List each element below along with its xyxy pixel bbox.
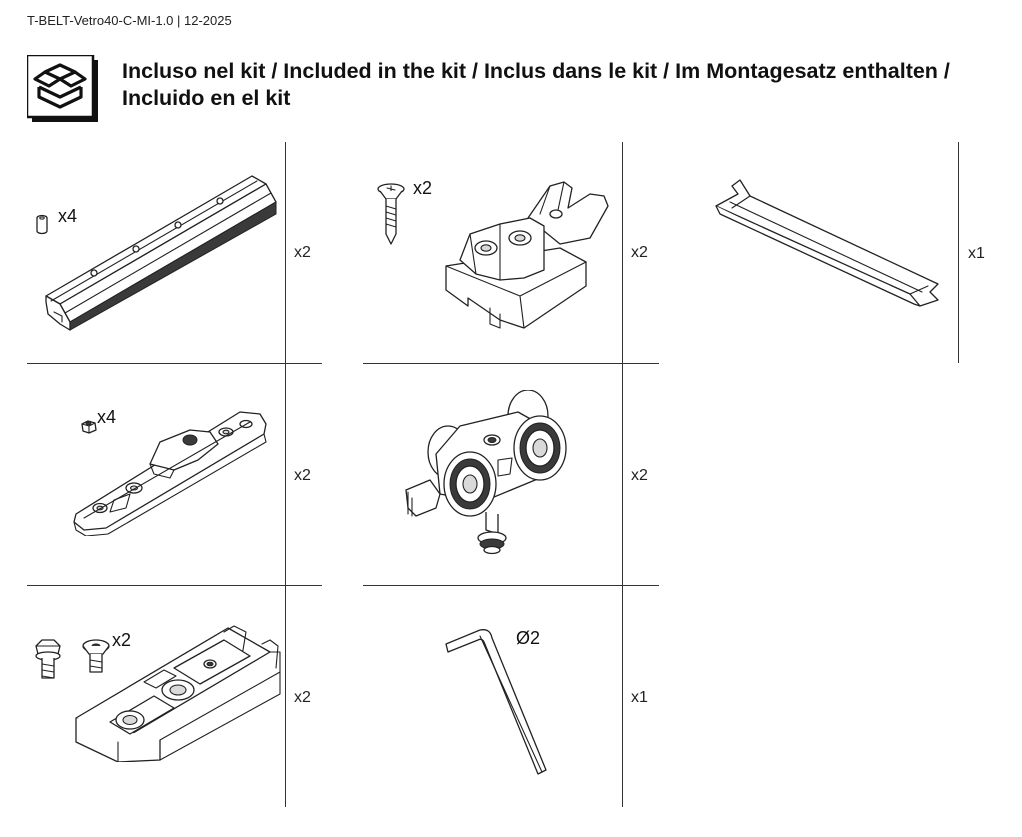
end-cap-quantity: x4	[58, 206, 78, 226]
mounting-plate-drawing	[70, 408, 275, 536]
divider-v3	[958, 142, 959, 363]
hex-key-quantity: x1	[631, 689, 648, 706]
stopper-quantity: x2	[631, 244, 648, 261]
screw-icon	[375, 182, 409, 248]
document-code: T-BELT-Vetro40-C-MI-1.0 | 12-2025	[27, 13, 232, 28]
roller-carriage-drawing	[400, 390, 570, 556]
profile-bar-quantity: x1	[968, 245, 985, 262]
stopper-drawing	[440, 178, 618, 334]
screw-quantity: x2	[413, 178, 433, 198]
rail-drawing	[40, 172, 280, 332]
end-cap-icon	[35, 214, 49, 236]
bolts-quantity: x2	[112, 630, 132, 650]
roller-carriage-quantity: x2	[631, 467, 648, 484]
hex-key-size: Ø2	[516, 628, 541, 648]
divider-h1-a	[27, 363, 322, 364]
nut-icon	[79, 418, 99, 436]
divider-h1-b	[363, 363, 659, 364]
mounting-plate-quantity: x2	[294, 467, 311, 484]
hex-key-icon	[440, 626, 552, 776]
bracket-quantity: x2	[294, 689, 311, 706]
open-box-icon	[27, 55, 99, 123]
divider-v1-a	[285, 142, 286, 363]
nut-quantity: x4	[97, 407, 117, 427]
page-title: Incluso nel kit / Included in the kit / …	[122, 59, 950, 110]
bolts-icon	[30, 634, 112, 684]
divider-v1-c	[285, 585, 286, 807]
divider-v2-b	[622, 363, 623, 585]
divider-v2-c	[622, 585, 623, 807]
divider-h2-b	[363, 585, 659, 586]
divider-v1-b	[285, 363, 286, 585]
bracket-drawing	[74, 622, 282, 762]
profile-bar-drawing	[708, 172, 944, 332]
divider-v2-a	[622, 142, 623, 363]
divider-h2-a	[27, 585, 322, 586]
rail-quantity: x2	[294, 244, 311, 261]
